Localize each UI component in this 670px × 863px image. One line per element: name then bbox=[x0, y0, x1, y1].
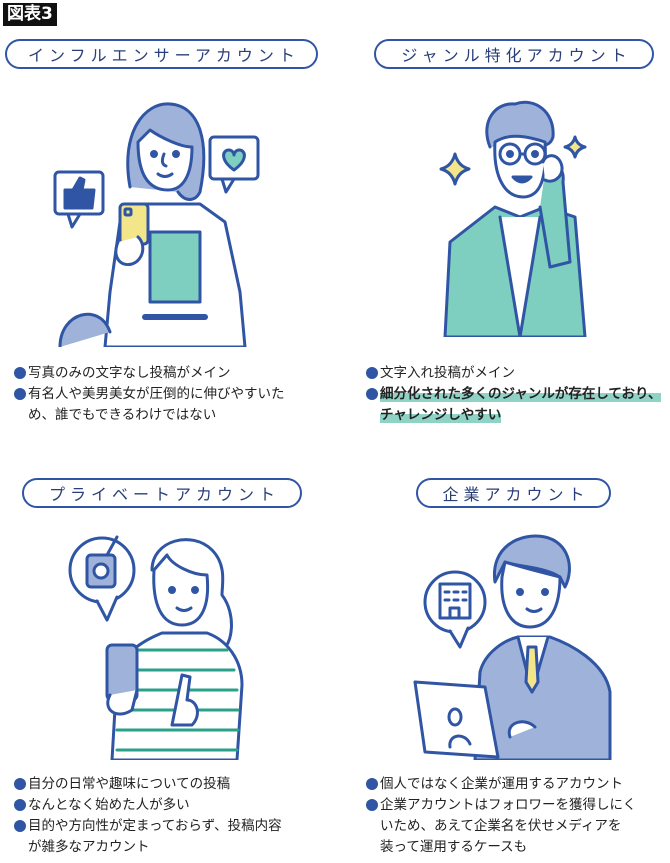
influencer-illustration bbox=[53, 102, 260, 347]
bullet-item: 写真のみの文字なし投稿がメイン bbox=[14, 363, 334, 384]
panel-title-text: ジャンル特化アカウント bbox=[401, 46, 632, 65]
panel-title-text: インフルエンサーアカウント bbox=[28, 46, 300, 65]
panel-title-private: プライベートアカウント bbox=[22, 478, 302, 508]
bullet-list-genre: 文字入れ投稿がメイン 細分化された多くのジャンルが存在しており、 チャレンジしや… bbox=[366, 363, 670, 426]
private-illustration bbox=[68, 535, 244, 760]
genre-illustration bbox=[439, 100, 587, 337]
bullet-dot-icon bbox=[366, 388, 378, 400]
bullet-dot-icon bbox=[14, 778, 26, 790]
corporate-illustration bbox=[413, 534, 612, 760]
bullet-dot-icon bbox=[366, 778, 378, 790]
bullet-dot-icon bbox=[14, 799, 26, 811]
bullet-item: 目的や方向性が定まっておらず、投稿内容 が雑多なアカウント bbox=[14, 816, 334, 858]
bullet-dot-icon bbox=[14, 820, 26, 832]
bullet-item: 有名人や美男美女が圧倒的に伸びやすいた め、誰でもできるわけではない bbox=[14, 384, 334, 426]
bullet-item: なんとなく始めた人が多い bbox=[14, 795, 334, 816]
figure-label: 図表3 bbox=[3, 3, 57, 26]
panel-title-text: プライベートアカウント bbox=[48, 485, 280, 504]
bullet-dot-icon bbox=[366, 799, 378, 811]
bullet-item: 企業アカウントはフォロワーを獲得しにく いため、あえて企業名を伏せメディアを 装… bbox=[366, 795, 670, 858]
bullet-item: 文字入れ投稿がメイン bbox=[366, 363, 670, 384]
panel-title-genre: ジャンル特化アカウント bbox=[374, 39, 654, 69]
bullet-dot-icon bbox=[366, 367, 378, 379]
bullet-list-corporate: 個人ではなく企業が運用するアカウント 企業アカウントはフォロワーを獲得しにく い… bbox=[366, 774, 670, 858]
panel-title-corporate: 企業アカウント bbox=[416, 478, 611, 508]
panel-title-influencer: インフルエンサーアカウント bbox=[5, 39, 318, 69]
bullet-list-private: 自分の日常や趣味についての投稿 なんとなく始めた人が多い 目的や方向性が定まって… bbox=[14, 774, 334, 858]
bullet-item: 個人ではなく企業が運用するアカウント bbox=[366, 774, 670, 795]
bullet-dot-icon bbox=[14, 367, 26, 379]
panel-title-text: 企業アカウント bbox=[442, 485, 590, 504]
bullet-list-influencer: 写真のみの文字なし投稿がメイン 有名人や美男美女が圧倒的に伸びやすいた め、誰で… bbox=[14, 363, 334, 426]
bullet-dot-icon bbox=[14, 388, 26, 400]
bullet-item: 自分の日常や趣味についての投稿 bbox=[14, 774, 334, 795]
bullet-item-highlighted: 細分化された多くのジャンルが存在しており、 チャレンジしやすい bbox=[366, 384, 670, 426]
